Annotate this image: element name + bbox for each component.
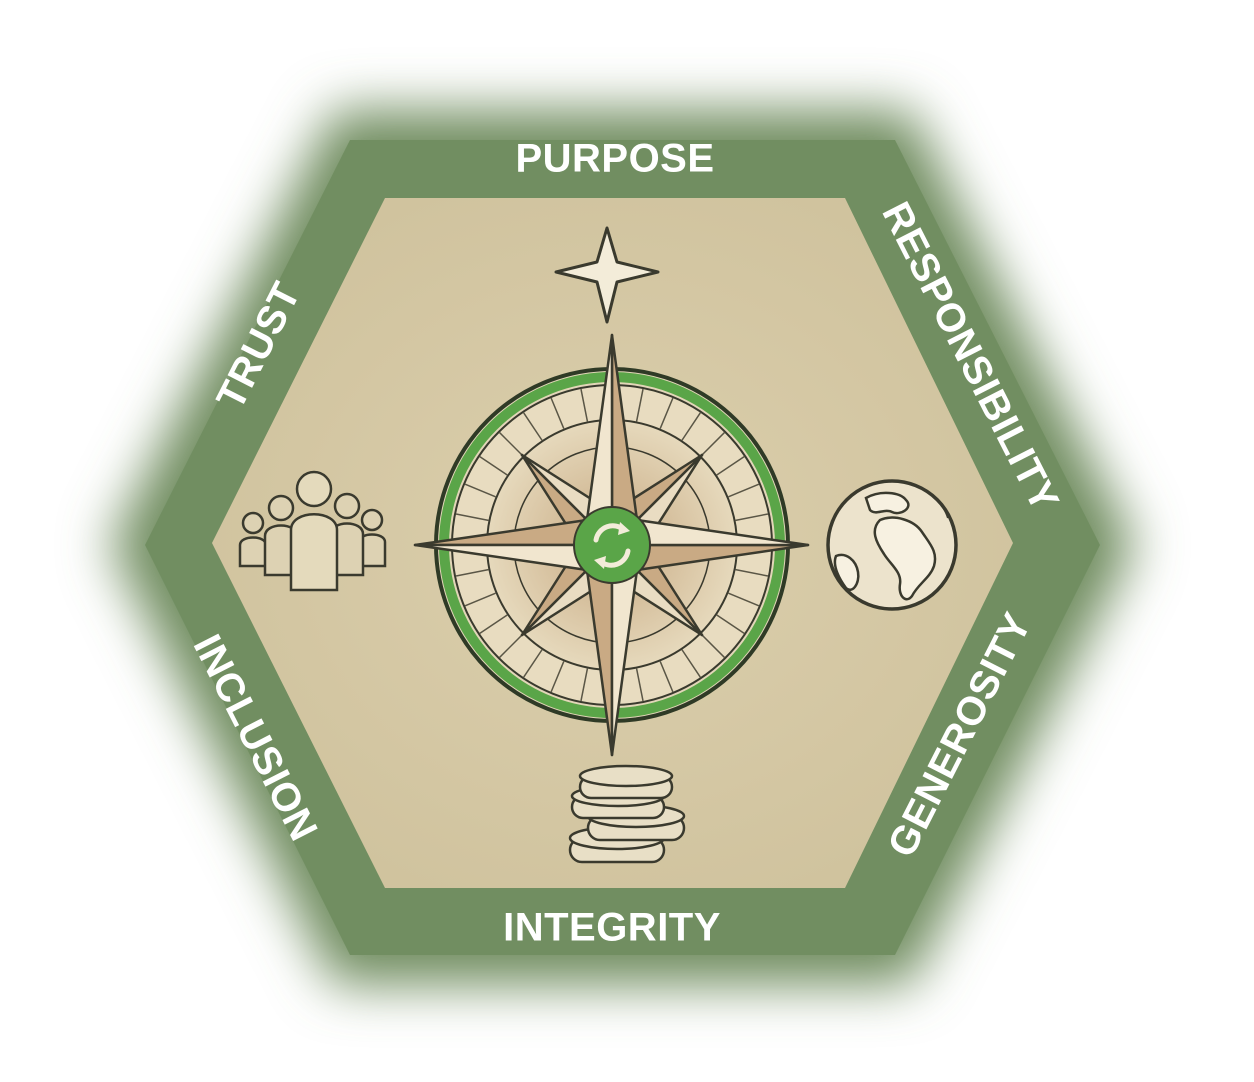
coin-stack-icon	[568, 764, 686, 864]
compass-tick	[499, 633, 524, 658]
compass-tick	[681, 412, 701, 441]
compass-tick	[635, 388, 644, 422]
compass-tick	[479, 456, 508, 476]
compass-tick	[681, 649, 701, 678]
compass-tick	[479, 614, 508, 634]
compass-tick	[464, 483, 496, 498]
compass-tick	[523, 649, 543, 678]
compass-tick	[550, 397, 565, 429]
compass-tick	[455, 513, 489, 522]
compass-tick	[716, 614, 745, 634]
globe-icon	[826, 479, 958, 611]
compass-tick	[716, 456, 745, 476]
compass-tick	[700, 432, 725, 457]
compass-tick	[728, 483, 760, 498]
recycle-arrows-icon	[573, 506, 651, 584]
compass-tick	[735, 513, 769, 522]
compass-tick	[728, 592, 760, 607]
compass-tick	[523, 412, 543, 441]
compass-tick	[499, 432, 524, 457]
compass-tick	[659, 397, 674, 429]
compass-tick	[580, 668, 589, 702]
four-point-star-icon	[554, 226, 660, 324]
compass-tick	[550, 661, 565, 693]
compass-tick	[464, 592, 496, 607]
label-integrity: INTEGRITY	[503, 906, 721, 950]
compass-tick	[700, 633, 725, 658]
compass-tick	[580, 388, 589, 422]
compass-tick	[455, 568, 489, 577]
compass-tick	[659, 661, 674, 693]
label-purpose: PURPOSE	[515, 137, 714, 181]
compass-tick	[735, 568, 769, 577]
people-group-icon	[238, 470, 387, 592]
compass-tick	[635, 668, 644, 702]
